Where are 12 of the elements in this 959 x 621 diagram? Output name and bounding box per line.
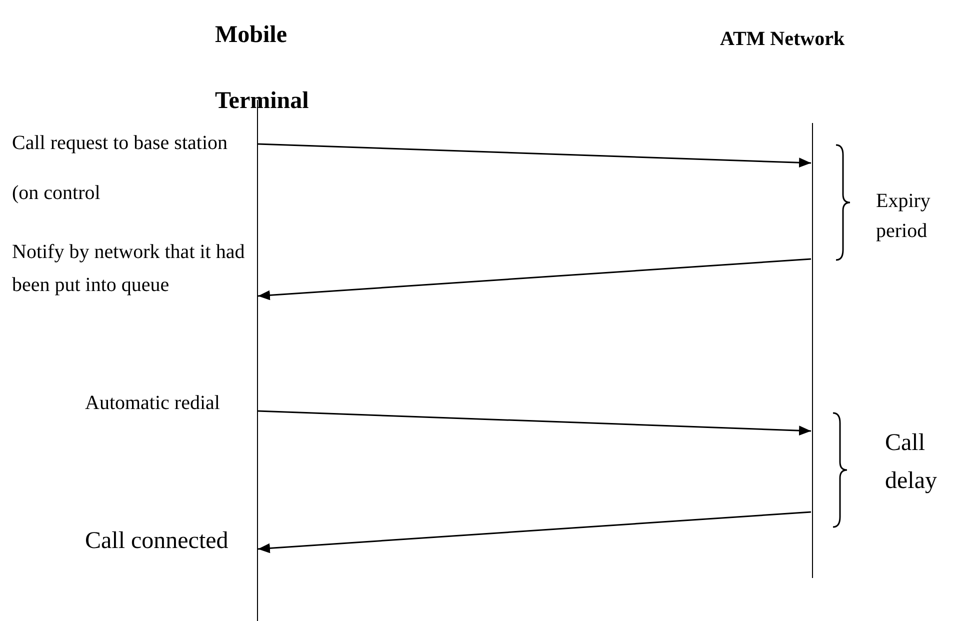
lifeline-heading: Mobile Terminal (215, 21, 310, 116)
message-arrow (258, 410, 812, 436)
message-label: Call request to base station (on control (12, 131, 229, 206)
message-arrow (258, 258, 812, 300)
message-label: Notify by network that it had been put into queue (12, 240, 246, 298)
interval-label: Call delay (885, 429, 938, 496)
message-arrow (258, 143, 812, 168)
message-label: Automatic redial (85, 391, 221, 416)
message-arrow (258, 511, 812, 554)
lifeline-heading: ATM Network (720, 27, 846, 52)
interval-label: Expiry period (876, 189, 932, 244)
message-label: Call connected (85, 527, 230, 556)
